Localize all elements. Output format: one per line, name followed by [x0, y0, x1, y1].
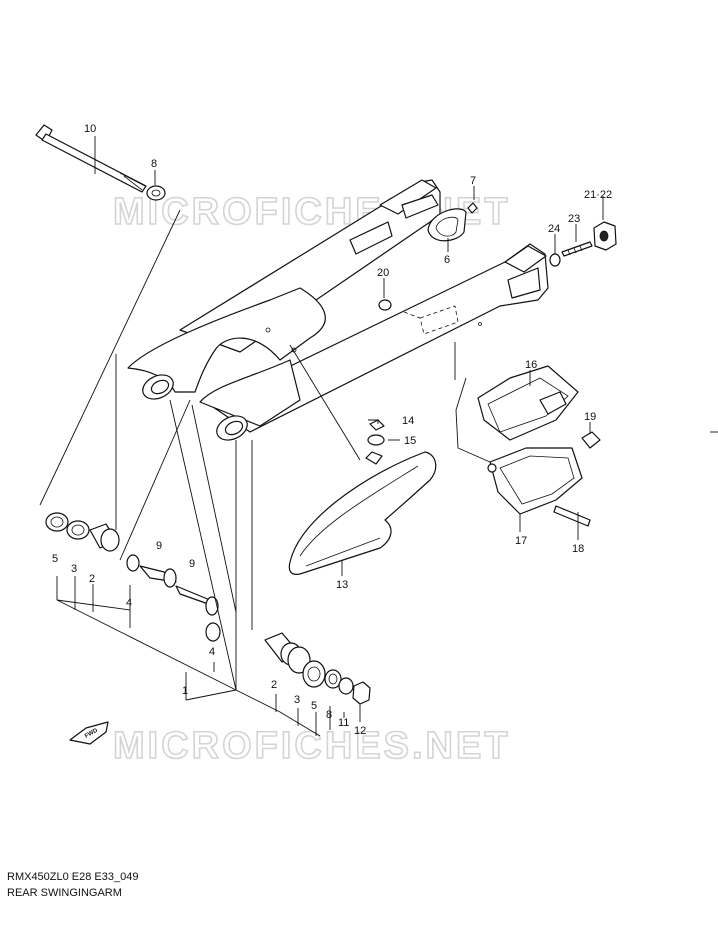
callout-2-right: 2	[271, 679, 277, 691]
chain-guide	[477, 365, 601, 527]
callout-15: 15	[404, 435, 416, 447]
callout-14: 14	[402, 415, 414, 427]
washer-20	[378, 299, 392, 311]
callout-23: 23	[568, 213, 580, 225]
watermark-bottom: MICROFICHES.NET	[113, 725, 511, 767]
callout-9-left: 9	[156, 540, 162, 552]
callout-4-right: 4	[209, 646, 215, 658]
callout-2-left: 2	[89, 573, 95, 585]
callout-11: 11	[338, 717, 349, 729]
callout-16: 16	[525, 359, 537, 371]
callout-10: 10	[84, 123, 96, 135]
diagram-title: REAR SWINGINGARM	[7, 887, 122, 899]
callout-6: 6	[444, 254, 450, 266]
chain-slider	[288, 419, 437, 575]
chain-adjuster-plate	[427, 202, 478, 242]
callout-17: 17	[515, 535, 527, 547]
fwd-arrow: FWD	[69, 721, 109, 745]
callout-4-left: 4	[126, 597, 132, 609]
chain-adjuster-block	[549, 221, 617, 267]
diagram-code: RMX450ZL0 E28 E33_049	[7, 871, 139, 883]
callout-13: 13	[336, 579, 348, 591]
pivot-bolt	[35, 124, 166, 201]
callout-21-22: 21·22	[584, 189, 612, 201]
callout-12: 12	[354, 725, 366, 737]
callout-18: 18	[572, 543, 584, 555]
leader-lines	[39, 136, 604, 737]
callout-5-left: 5	[52, 553, 58, 565]
callout-8-bottom: 8	[326, 709, 332, 721]
right-bearing-stack	[264, 632, 371, 705]
swingarm	[127, 179, 549, 441]
callout-3-left: 3	[71, 563, 77, 575]
callout-8-top: 8	[151, 158, 157, 170]
callout-9-right: 9	[189, 558, 195, 570]
callout-3-right: 3	[294, 694, 300, 706]
callout-numbers: 10 8 7 21·22 23 24 6 20 16 19 14 15 17 1…	[52, 123, 612, 737]
callout-20: 20	[377, 267, 389, 279]
callout-7: 7	[470, 175, 476, 187]
callout-1: 1	[182, 685, 188, 697]
callout-24: 24	[548, 223, 560, 235]
callout-5-right: 5	[311, 700, 317, 712]
callout-19: 19	[584, 411, 596, 423]
left-bearing-stack	[45, 512, 221, 642]
